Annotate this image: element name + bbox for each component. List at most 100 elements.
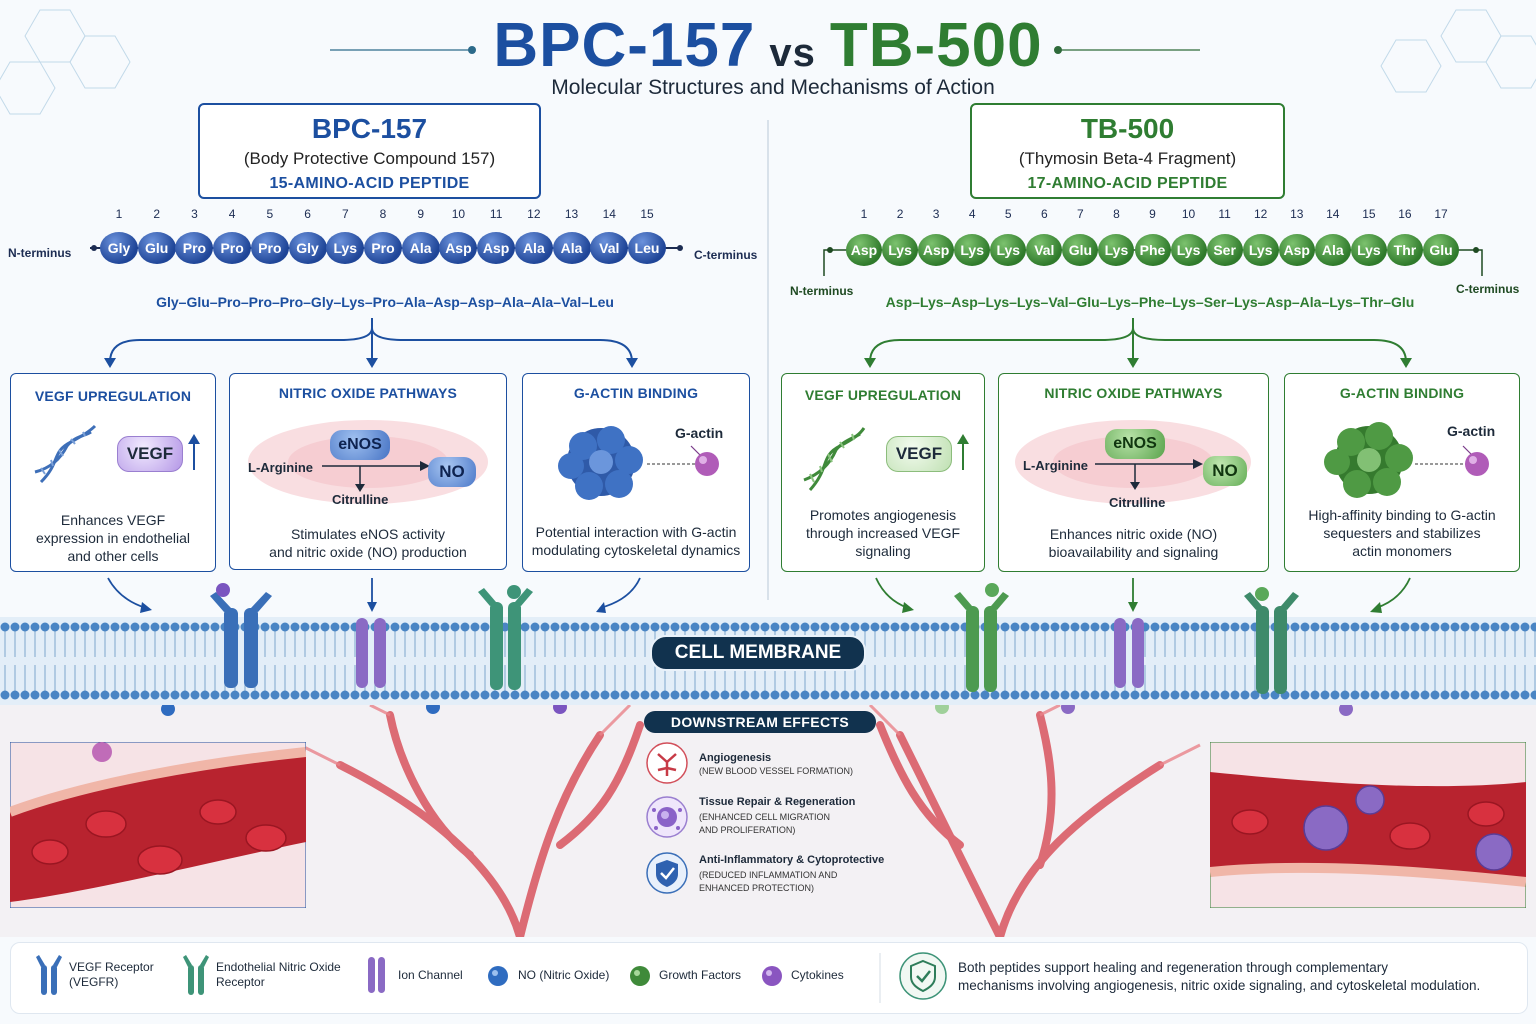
bpc-residue-3: Pro bbox=[175, 232, 214, 264]
tb-residue-16: Thr bbox=[1386, 234, 1423, 266]
bpc-residue-12: Ala bbox=[514, 232, 553, 264]
ion-channel-icon bbox=[368, 957, 385, 993]
tb-card-no: NITRIC OXIDE PATHWAYS eNOS L-Arginine NO… bbox=[998, 373, 1269, 572]
bpc-position-2: 2 bbox=[153, 207, 161, 221]
tb-aa-count: 17-AMINO-ACID PEPTIDE bbox=[1027, 175, 1228, 192]
tb-position-10: 10 bbox=[1181, 207, 1196, 221]
tb-position-5: 5 bbox=[1004, 207, 1012, 221]
bpc-position-3: 3 bbox=[191, 207, 198, 221]
tb-residue-15: Lys bbox=[1350, 234, 1387, 266]
title-bpc: BPC-157 bbox=[493, 11, 756, 80]
tb-residue-12: Lys bbox=[1242, 234, 1279, 266]
bpc-reaction-arrows bbox=[322, 461, 430, 492]
vegf-receptor-icon bbox=[36, 955, 62, 995]
tb-card-gactin-desc: High-affinity binding to G-actin sequest… bbox=[1308, 507, 1496, 559]
bpc-residue-8: Pro bbox=[364, 232, 402, 264]
bpc-residue-10: Asp bbox=[439, 232, 478, 264]
legend-bar: VEGF Receptor(VEGFR) Endothelial Nitric … bbox=[10, 942, 1528, 1014]
tb-card-vegf-title: VEGF UPREGULATION bbox=[804, 387, 962, 403]
tb-residue-13: Asp bbox=[1278, 234, 1315, 266]
bpc-card-vegf-desc: Enhances VEGF expression in endothelial … bbox=[35, 512, 191, 564]
bpc-protein-cluster-icon bbox=[558, 426, 643, 500]
tb-sequence: Asp–Lys–Asp–Lys–Lys–Val–Glu–Lys–Phe–Lys–… bbox=[885, 294, 1415, 310]
tb-full-name: (Thymosin Beta-4 Fragment) bbox=[1018, 149, 1237, 168]
bpc-branch-arrows bbox=[104, 318, 638, 368]
bpc-card-vegf-title: VEGF UPREGULATION bbox=[34, 388, 192, 404]
page-subtitle: Molecular Structures and Mechanisms of A… bbox=[551, 76, 995, 99]
blood-vessel-panel-left bbox=[10, 742, 306, 908]
bpc-residue-15: Leu bbox=[628, 232, 666, 264]
card-to-membrane-arrows bbox=[107, 577, 1411, 613]
bpc-position-15: 15 bbox=[640, 207, 654, 221]
tb-position-9: 9 bbox=[1149, 207, 1156, 221]
tb-position-3: 3 bbox=[932, 207, 940, 221]
tb-header-box: TB-500 (Thymosin Beta-4 Fragment) 17-AMI… bbox=[970, 103, 1285, 199]
tb-residue-6: Val bbox=[1026, 234, 1063, 266]
bpc-gactin-link bbox=[647, 445, 719, 476]
tb-card-vegf: VEGF UPREGULATION VEGF Promotes angiogen… bbox=[781, 373, 985, 572]
tb-residue-3: Asp bbox=[918, 234, 955, 266]
tb-residue-11: Ser bbox=[1206, 234, 1243, 266]
bpc-residue-7: Lys bbox=[326, 232, 365, 264]
title-tb: TB-500 bbox=[829, 11, 1043, 80]
bpc-c-terminus: C-terminus bbox=[694, 248, 758, 262]
bpc-n-terminus: N-terminus bbox=[8, 246, 72, 260]
dna-icon bbox=[803, 427, 866, 492]
legend-cyto: Cytokines bbox=[791, 968, 844, 982]
center-divider bbox=[767, 120, 769, 600]
bpc-enos-badge: eNOS bbox=[330, 430, 390, 460]
tb-position-15: 15 bbox=[1362, 207, 1376, 221]
legend-gf: Growth Factors bbox=[659, 968, 742, 982]
blood-vessel-panel-right bbox=[1210, 742, 1526, 908]
summary-shield-icon bbox=[899, 952, 947, 1000]
bpc-card-gactin-title: G-ACTIN BINDING bbox=[573, 385, 699, 401]
tb-branch-arrows bbox=[864, 318, 1412, 368]
bpc-card-no-title: NITRIC OXIDE PATHWAYS bbox=[278, 385, 458, 401]
bpc-vegf-badge: VEGF bbox=[117, 436, 183, 472]
bpc-residue-4: Pro bbox=[213, 232, 252, 264]
bpc-card-vegf: VEGF UPREGULATION VEGF Enhances VEGF exp… bbox=[10, 373, 216, 572]
tb-gactin-link bbox=[1415, 445, 1489, 476]
bpc-gactin-label: G-actin bbox=[675, 425, 724, 441]
bpc-citrulline-label: Citrulline bbox=[332, 492, 389, 507]
hexagon-pattern-right bbox=[1380, 9, 1536, 93]
legend-summary: Both peptides support healing and regene… bbox=[958, 960, 1481, 993]
bpc-position-1: 1 bbox=[115, 207, 123, 221]
bpc-residue-6: Gly bbox=[288, 232, 327, 264]
tb-name: TB-500 bbox=[1080, 113, 1175, 144]
bpc-arginine-label: L-Arginine bbox=[248, 460, 313, 475]
legend-no: NO (Nitric Oxide) bbox=[518, 968, 610, 982]
tb-gactin-label: G-actin bbox=[1447, 423, 1496, 439]
title-rule-left bbox=[330, 46, 476, 54]
bpc-position-13: 13 bbox=[564, 207, 579, 221]
downstream-angiogenesis-title: Angiogenesis bbox=[699, 752, 772, 764]
title-vs: vs bbox=[769, 31, 816, 75]
title-rule-right bbox=[1054, 46, 1200, 54]
cell-membrane-label: CELL MEMBRANE bbox=[650, 635, 866, 671]
tb-position-11: 11 bbox=[1218, 207, 1231, 221]
downstream-item-tissue-repair: Tissue Repair & Regeneration (ENHANCED C… bbox=[646, 796, 906, 840]
tb-arginine-label: L-Arginine bbox=[1023, 458, 1088, 473]
bpc-position-11: 11 bbox=[489, 207, 503, 221]
tb-card-no-title: NITRIC OXIDE PATHWAYS bbox=[1044, 385, 1223, 401]
dna-icon bbox=[34, 424, 97, 484]
tb-position-8: 8 bbox=[1113, 207, 1120, 221]
bpc-position-4: 4 bbox=[228, 207, 236, 221]
bpc-residue-2: Glu bbox=[137, 232, 176, 264]
tb-residue-10: Lys bbox=[1170, 234, 1207, 266]
tb-position-2: 2 bbox=[896, 207, 904, 221]
bpc-name: BPC-157 bbox=[311, 113, 428, 144]
legend-divider bbox=[879, 953, 881, 1003]
tb-vegf-badge: VEGF bbox=[886, 436, 952, 472]
hexagon-pattern-left bbox=[0, 9, 131, 115]
tb-n-terminus: N-terminus bbox=[790, 284, 854, 298]
page-title: BPC-157 vs TB-500 bbox=[0, 10, 1536, 81]
tb-card-vegf-desc: Promotes angiogenesis through increased … bbox=[805, 507, 961, 559]
downstream-tissue-title: Tissue Repair & Regeneration bbox=[699, 796, 856, 808]
tb-position-13: 13 bbox=[1290, 207, 1304, 221]
bpc-position-9: 9 bbox=[417, 207, 425, 221]
downstream-item-angiogenesis: Angiogenesis (NEW BLOOD VESSEL FORMATION… bbox=[646, 742, 906, 784]
legend-vegfr: VEGF Receptor(VEGFR) bbox=[69, 960, 154, 989]
